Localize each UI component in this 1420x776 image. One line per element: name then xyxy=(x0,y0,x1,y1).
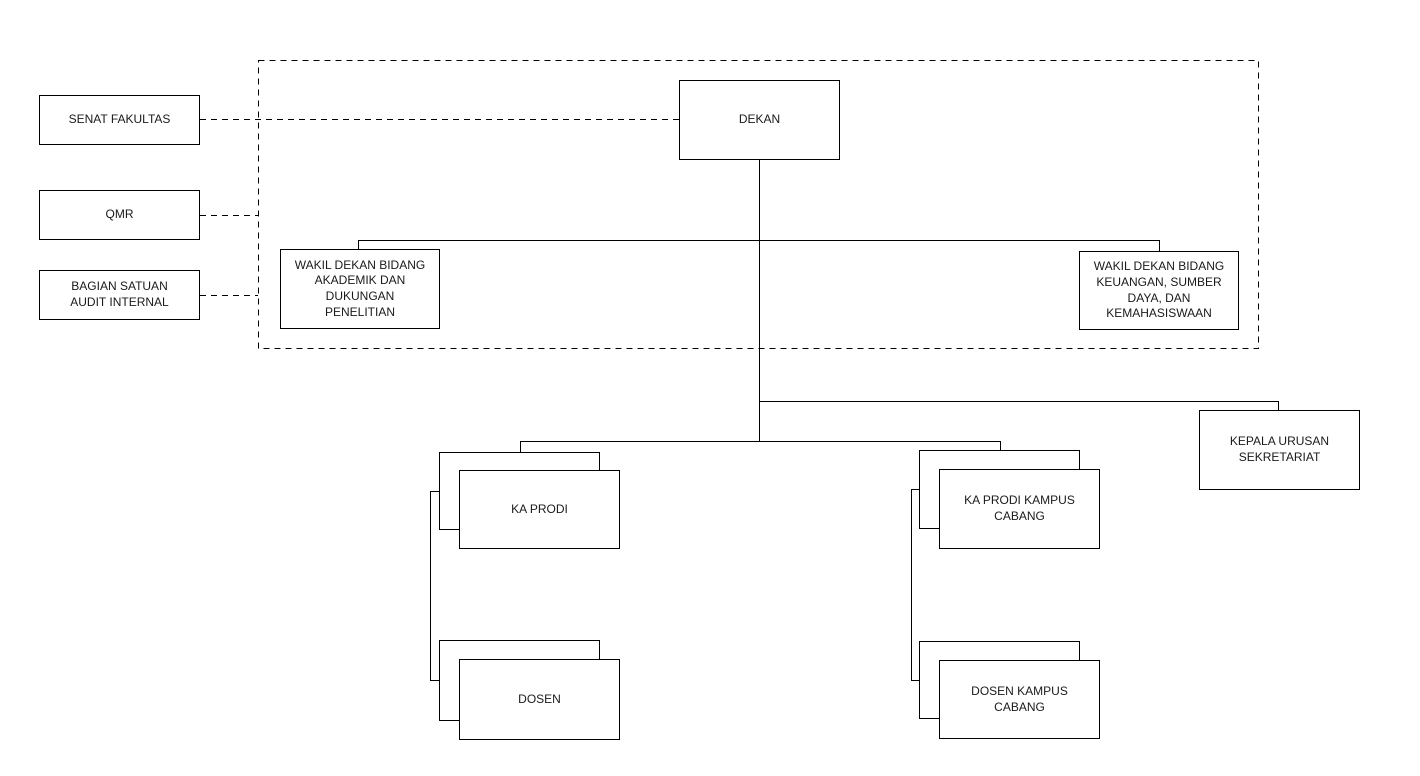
node-dekan: DEKAN xyxy=(679,80,840,160)
ka-prodi-dosen-bracket xyxy=(430,491,439,681)
node-ka-prodi-label: KA PRODI xyxy=(511,501,568,516)
node-wakil-dekan-akademik-label: WAKIL DEKAN BIDANG AKADEMIK DAN DUKUNGAN… xyxy=(294,257,426,319)
node-ka-prodi: KA PRODI xyxy=(459,470,620,549)
node-senat-fakultas-label: SENAT FAKULTAS xyxy=(68,112,171,127)
node-dekan-label: DEKAN xyxy=(738,112,781,127)
node-bagian-satuan-audit-internal: BAGIAN SATUAN AUDIT INTERNAL xyxy=(39,270,200,320)
node-ka-prodi-kampus-cabang-label: KA PRODI KAMPUS CABANG xyxy=(964,493,1075,523)
ka-prodi-cabang-dosen-bracket xyxy=(911,489,919,681)
wakil-dekan-branch-line xyxy=(358,240,1160,251)
node-dosen-kampus-cabang: DOSEN KAMPUS CABANG xyxy=(939,660,1100,739)
node-wakil-dekan-keuangan-label: WAKIL DEKAN BIDANG KEUANGAN, SUMBER DAYA… xyxy=(1093,259,1225,321)
node-senat-fakultas: SENAT FAKULTAS xyxy=(39,95,200,145)
dashed-boundary xyxy=(258,60,1259,349)
node-bagian-satuan-audit-internal-label: BAGIAN SATUAN AUDIT INTERNAL xyxy=(70,279,169,309)
node-qmr-label: QMR xyxy=(105,207,134,222)
node-ka-prodi-kampus-cabang: KA PRODI KAMPUS CABANG xyxy=(939,469,1100,549)
ka-prodi-branch-line xyxy=(520,441,1001,452)
node-dosen: DOSEN xyxy=(459,659,620,740)
node-qmr: QMR xyxy=(39,190,200,240)
node-wakil-dekan-akademik: WAKIL DEKAN BIDANG AKADEMIK DAN DUKUNGAN… xyxy=(280,249,440,329)
node-kepala-urusan-sekretariat: KEPALA URUSAN SEKRETARIAT xyxy=(1199,410,1360,490)
kepala-urusan-branch-line xyxy=(759,401,1279,410)
node-kepala-urusan-sekretariat-label: KEPALA URUSAN SEKRETARIAT xyxy=(1229,434,1330,464)
node-wakil-dekan-keuangan: WAKIL DEKAN BIDANG KEUANGAN, SUMBER DAYA… xyxy=(1079,251,1239,330)
node-dosen-label: DOSEN xyxy=(518,691,561,706)
node-dosen-kampus-cabang-label: DOSEN KAMPUS CABANG xyxy=(971,683,1068,714)
